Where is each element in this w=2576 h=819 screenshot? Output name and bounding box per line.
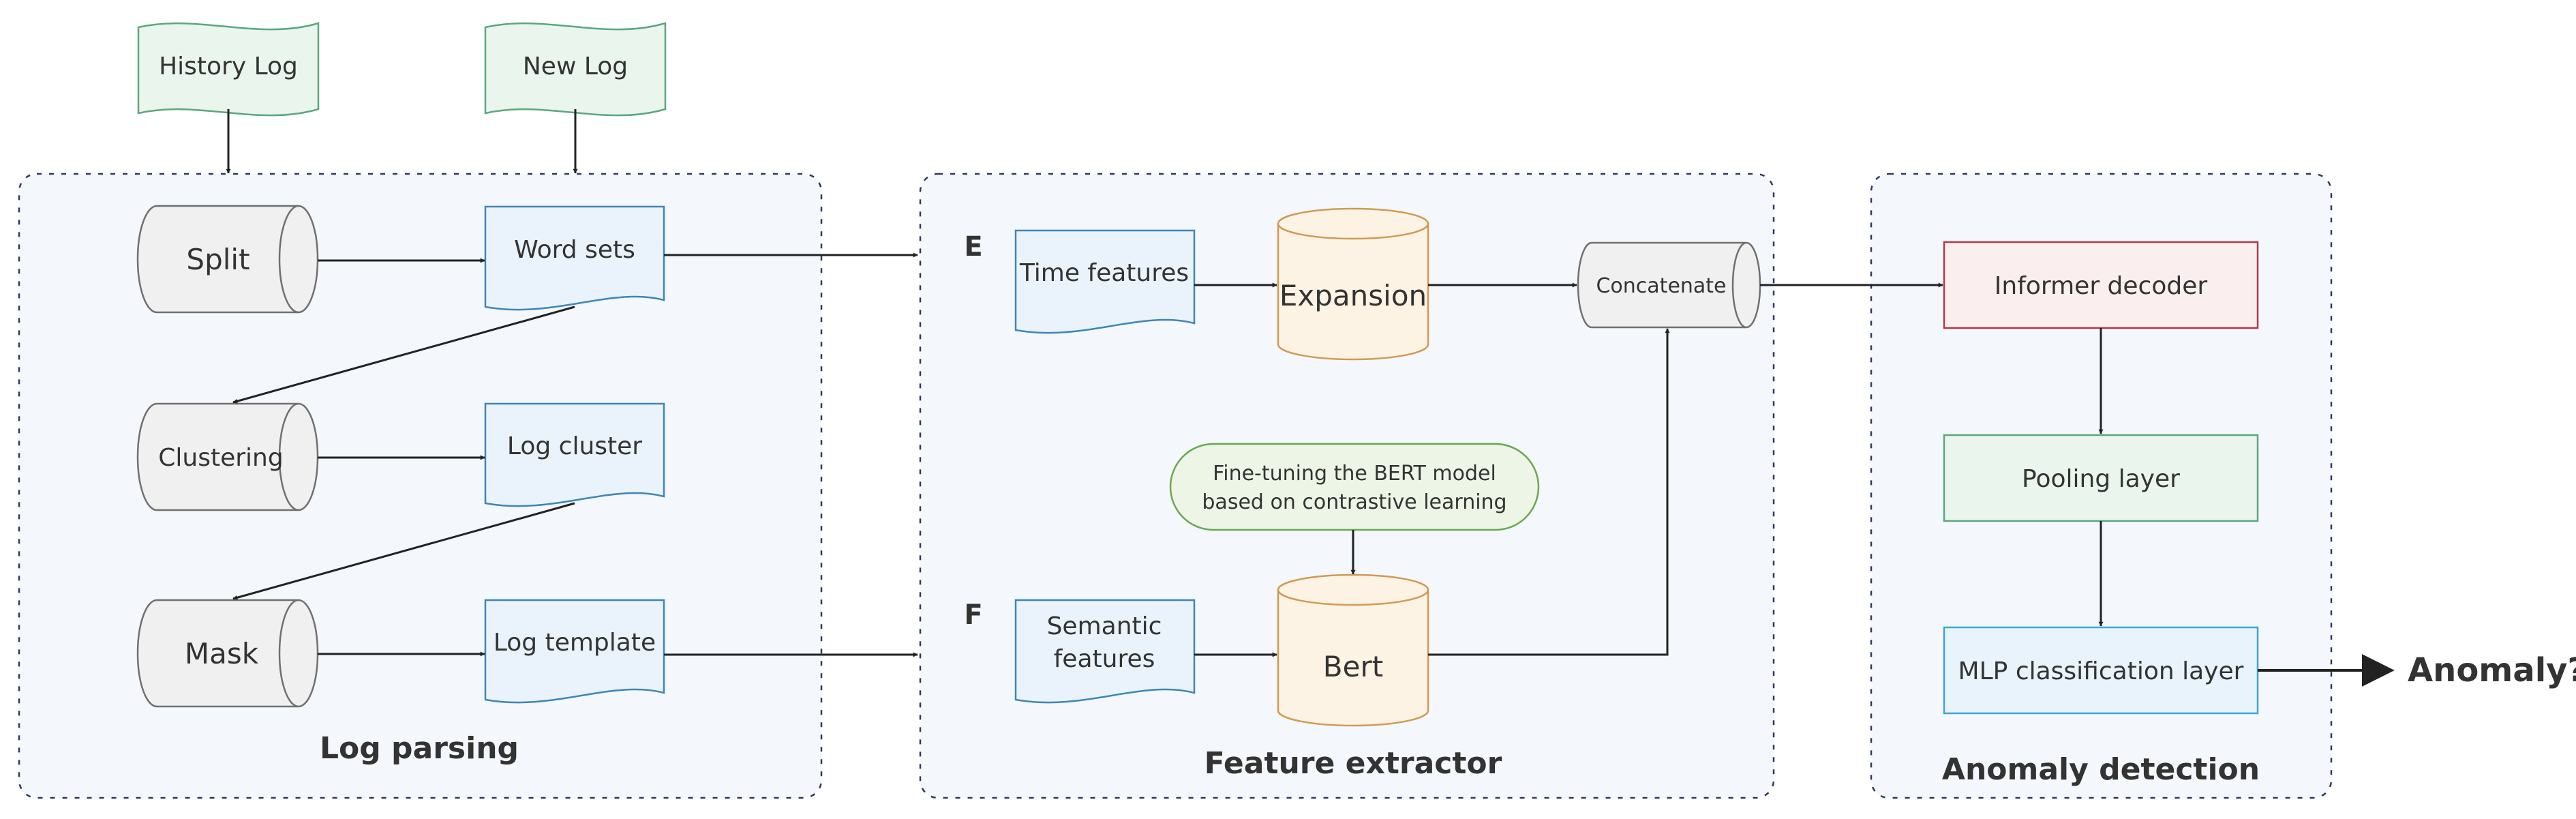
- finetune-label-line1: Fine-tuning the BERT model: [1213, 462, 1496, 486]
- new-log-node: New Log: [484, 22, 667, 117]
- log-cluster-node: Log cluster: [484, 402, 665, 507]
- expansion-label: Expansion: [1279, 279, 1427, 312]
- time-features-node: Time features: [1014, 229, 1196, 334]
- finetune-label-line2: based on contrastive learning: [1202, 490, 1506, 514]
- log-parsing-title: Log parsing: [320, 731, 519, 766]
- split-label: Split: [186, 243, 249, 276]
- edge-logcluster-to-mask: [232, 502, 575, 600]
- semantic-features-label-line2: features: [1054, 645, 1155, 673]
- log-template-label: Log template: [494, 629, 656, 657]
- log-template-node: Log template: [484, 599, 665, 704]
- history-log-node: History Log: [137, 22, 320, 117]
- mask-label: Mask: [185, 637, 259, 670]
- edge-wordsets-to-clustering: [232, 306, 575, 404]
- informer-decoder-label: Informer decoder: [1995, 272, 2208, 300]
- pooling-layer-node: Pooling layer: [1943, 434, 2259, 522]
- mlp-layer-node: MLP classification layer: [1943, 626, 2259, 715]
- branch-label-f: F: [964, 599, 982, 631]
- mask-node: Mask: [136, 599, 319, 708]
- split-node: Split: [136, 205, 319, 314]
- anomaly-output-label: Anomaly?: [2408, 651, 2576, 689]
- finetune-bert-node: Fine-tuning the BERT model based on cont…: [1169, 443, 1540, 531]
- bert-label: Bert: [1323, 650, 1383, 683]
- history-log-label: History Log: [159, 53, 298, 80]
- semantic-features-label-line1: Semantic: [1047, 612, 1162, 640]
- log-cluster-label: Log cluster: [507, 432, 642, 460]
- pooling-layer-label: Pooling layer: [2022, 465, 2180, 493]
- anomaly-detection-title: Anomaly detection: [1942, 752, 2260, 787]
- word-sets-node: Word sets: [484, 205, 665, 311]
- word-sets-label: Word sets: [514, 236, 635, 264]
- bert-node: Bert: [1277, 574, 1429, 727]
- branch-label-e: E: [964, 231, 982, 263]
- expansion-node: Expansion: [1277, 207, 1429, 361]
- semantic-features-node: Semantic features: [1014, 599, 1196, 704]
- time-features-label: Time features: [1019, 259, 1189, 287]
- concatenate-node: Concatenate: [1577, 241, 1761, 329]
- informer-decoder-node: Informer decoder: [1943, 241, 2259, 329]
- clustering-node: Clustering: [136, 402, 319, 511]
- mlp-layer-label: MLP classification layer: [1958, 657, 2244, 685]
- feature-extractor-title: Feature extractor: [1204, 746, 1502, 781]
- new-log-label: New Log: [523, 53, 628, 80]
- concatenate-label: Concatenate: [1596, 274, 1726, 298]
- edge-bert-to-concatenate: [1428, 328, 1670, 656]
- clustering-label: Clustering: [158, 444, 283, 472]
